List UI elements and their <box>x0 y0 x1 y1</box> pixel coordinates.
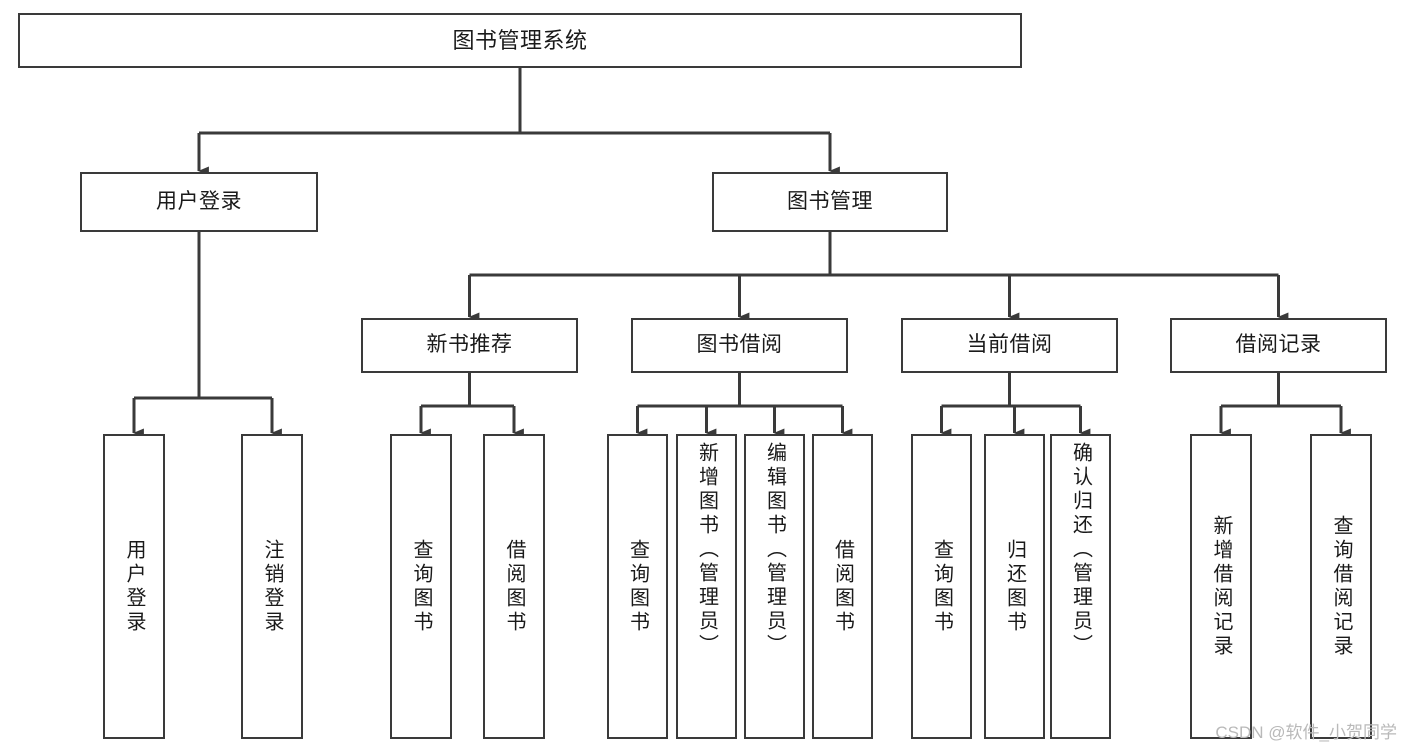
node-label: 查询借阅记录 <box>1330 514 1352 659</box>
node-level3-0[interactable]: 新书推荐 <box>361 318 578 373</box>
node-label: 查询图书 <box>930 538 953 635</box>
node-label: 新增借阅记录 <box>1210 514 1232 659</box>
node-leaf-10[interactable]: 确认归还（管理员） <box>1050 434 1111 739</box>
node-label: 归还图书 <box>1003 538 1026 635</box>
node-leaf-7[interactable]: 借阅图书 <box>812 434 873 739</box>
node-root[interactable]: 图书管理系统 <box>18 13 1022 68</box>
node-label: 借阅图书 <box>831 538 854 635</box>
node-leaf-3[interactable]: 借阅图书 <box>483 434 545 739</box>
node-label: 新书推荐 <box>426 333 513 357</box>
node-leaf-12[interactable]: 查询借阅记录 <box>1310 434 1372 739</box>
node-label: 用户登录 <box>156 189 242 213</box>
node-label: 注销登录 <box>261 538 283 635</box>
node-label: 借阅记录 <box>1235 333 1322 357</box>
node-label: 用户登录 <box>123 538 145 635</box>
node-label: 查询图书 <box>626 538 649 635</box>
node-leaf-0[interactable]: 用户登录 <box>103 434 165 739</box>
node-leaf-8[interactable]: 查询图书 <box>911 434 972 739</box>
node-label: 查询图书 <box>410 538 432 635</box>
node-level2-1[interactable]: 图书管理 <box>712 172 948 232</box>
node-leaf-1[interactable]: 注销登录 <box>241 434 303 739</box>
node-level2-0[interactable]: 用户登录 <box>80 172 318 232</box>
node-label: 借阅图书 <box>503 538 525 635</box>
node-label: 编辑图书（管理员） <box>763 442 786 658</box>
node-label: 当前借阅 <box>966 333 1053 357</box>
node-label: 图书借阅 <box>696 333 783 357</box>
node-level3-1[interactable]: 图书借阅 <box>631 318 848 373</box>
node-leaf-11[interactable]: 新增借阅记录 <box>1190 434 1252 739</box>
node-label: 图书管理 <box>787 189 873 213</box>
node-level3-2[interactable]: 当前借阅 <box>901 318 1118 373</box>
node-leaf-9[interactable]: 归还图书 <box>984 434 1045 739</box>
node-leaf-6[interactable]: 编辑图书（管理员） <box>744 434 805 739</box>
node-label: 图书管理系统 <box>452 27 588 53</box>
node-label: 确认归还（管理员） <box>1069 442 1092 658</box>
node-leaf-2[interactable]: 查询图书 <box>390 434 452 739</box>
node-leaf-5[interactable]: 新增图书（管理员） <box>676 434 737 739</box>
node-level3-3[interactable]: 借阅记录 <box>1170 318 1387 373</box>
node-leaf-4[interactable]: 查询图书 <box>607 434 668 739</box>
node-label: 新增图书（管理员） <box>695 442 718 658</box>
